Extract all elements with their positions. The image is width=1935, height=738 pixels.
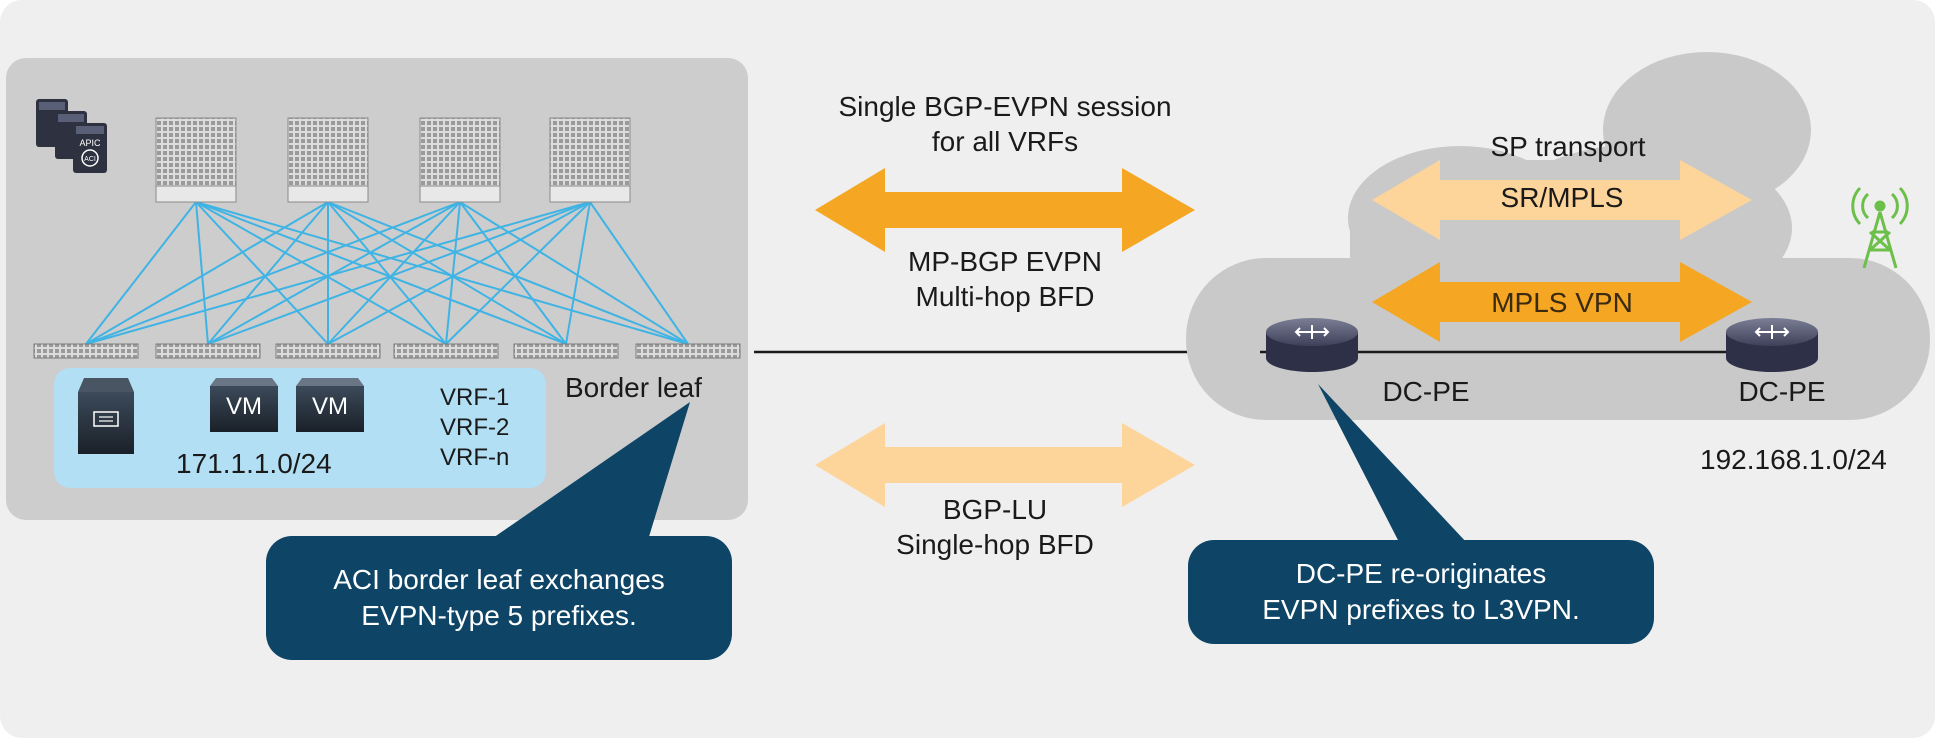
fabric-link [207, 201, 329, 345]
fabric-link [327, 201, 461, 345]
fabric-link [327, 201, 447, 345]
callout-left-line1: ACI border leaf exchanges [333, 564, 665, 595]
fabric-link [459, 201, 567, 345]
vrf-label: VRF-2 [440, 414, 510, 441]
leaf-switch-icon [513, 343, 619, 359]
callout-right-shape [1188, 384, 1654, 644]
leaf-switches [33, 343, 741, 359]
bgp-lu-caption-line2: Single-hop BFD [896, 529, 1094, 560]
apic-cluster-icon: APIC ACI [36, 99, 107, 173]
evpn-caption-line1: MP-BGP EVPN [908, 246, 1102, 277]
callout-right-line2: EVPN prefixes to L3VPN. [1262, 594, 1580, 625]
fabric-link [565, 201, 591, 345]
fabric-link [327, 201, 567, 345]
spine-switch-icon [155, 117, 237, 203]
fabric-link [207, 201, 591, 345]
evpn-session-arrow [815, 168, 1195, 252]
sp-subnet: 192.168.1.0/24 [1700, 444, 1887, 475]
leaf-switch-icon [155, 343, 261, 359]
dc-pe-router-icon [1266, 318, 1358, 372]
vm-icon [296, 378, 364, 432]
endpoint-subnet: 171.1.1.0/24 [176, 448, 332, 479]
callout-left-shape [266, 402, 732, 660]
fabric-link [327, 201, 591, 345]
fabric-link [195, 201, 329, 345]
fabric-link [445, 201, 591, 345]
leaf-switch-icon [275, 343, 381, 359]
evpn-session-heading-line2: for all VRFs [931, 126, 1079, 157]
spine-switches [155, 117, 631, 203]
dc-pe-router-icon [1726, 318, 1818, 372]
leaf-switch-icon [33, 343, 139, 359]
fabric-link [85, 201, 197, 345]
svg-text:ACI: ACI [84, 156, 96, 163]
fabric-link [207, 201, 461, 345]
fabric-link [85, 201, 329, 345]
sp-transport-title: SP transport [1490, 131, 1646, 162]
fabric-link [195, 201, 447, 345]
evpn-caption-line2: Multi-hop BFD [915, 281, 1095, 312]
vm-icon [210, 378, 278, 432]
callout-right-line1: DC-PE re-originates [1295, 558, 1547, 589]
vm-label: VM [312, 393, 348, 420]
fabric-link [589, 201, 689, 345]
bgp-lu-caption-line1: BGP-LU [942, 494, 1048, 525]
mpls-vpn-label: MPLS VPN [1491, 287, 1633, 318]
fabric-link [459, 201, 689, 345]
sr-mpls-label: SR/MPLS [1500, 182, 1624, 213]
vrf-label: VRF-n [440, 444, 510, 471]
svg-text:APIC: APIC [79, 138, 101, 148]
border-leaf-label: Border leaf [565, 372, 702, 403]
dc-pe-left-label: DC-PE [1382, 376, 1470, 407]
callout-left-line2: EVPN-type 5 prefixes. [361, 600, 637, 631]
spine-switch-icon [549, 117, 631, 203]
spine-switch-icon [287, 117, 369, 203]
fabric-link [445, 201, 461, 345]
fabric-link [85, 201, 461, 345]
fabric-link [327, 201, 689, 345]
evpn-session-heading-line1: Single BGP-EVPN session [838, 91, 1172, 122]
fabric-links [85, 201, 689, 345]
leaf-switch-icon [393, 343, 499, 359]
cell-tower-icon [1851, 186, 1909, 269]
bgp-lu-arrow [815, 423, 1195, 507]
vrf-label: VRF-1 [440, 384, 510, 411]
vm-label: VM [226, 393, 262, 420]
mpls-vpn-arrow [1372, 262, 1752, 342]
server-icon [78, 378, 134, 454]
sr-mpls-arrow [1372, 160, 1752, 240]
fabric-link [195, 201, 567, 345]
spine-switch-icon [419, 117, 501, 203]
fabric-link [195, 201, 209, 345]
dc-pe-right-label: DC-PE [1738, 376, 1826, 407]
fabric-link [195, 201, 689, 345]
leaf-switch-icon [635, 343, 741, 359]
fabric-link [85, 201, 591, 345]
